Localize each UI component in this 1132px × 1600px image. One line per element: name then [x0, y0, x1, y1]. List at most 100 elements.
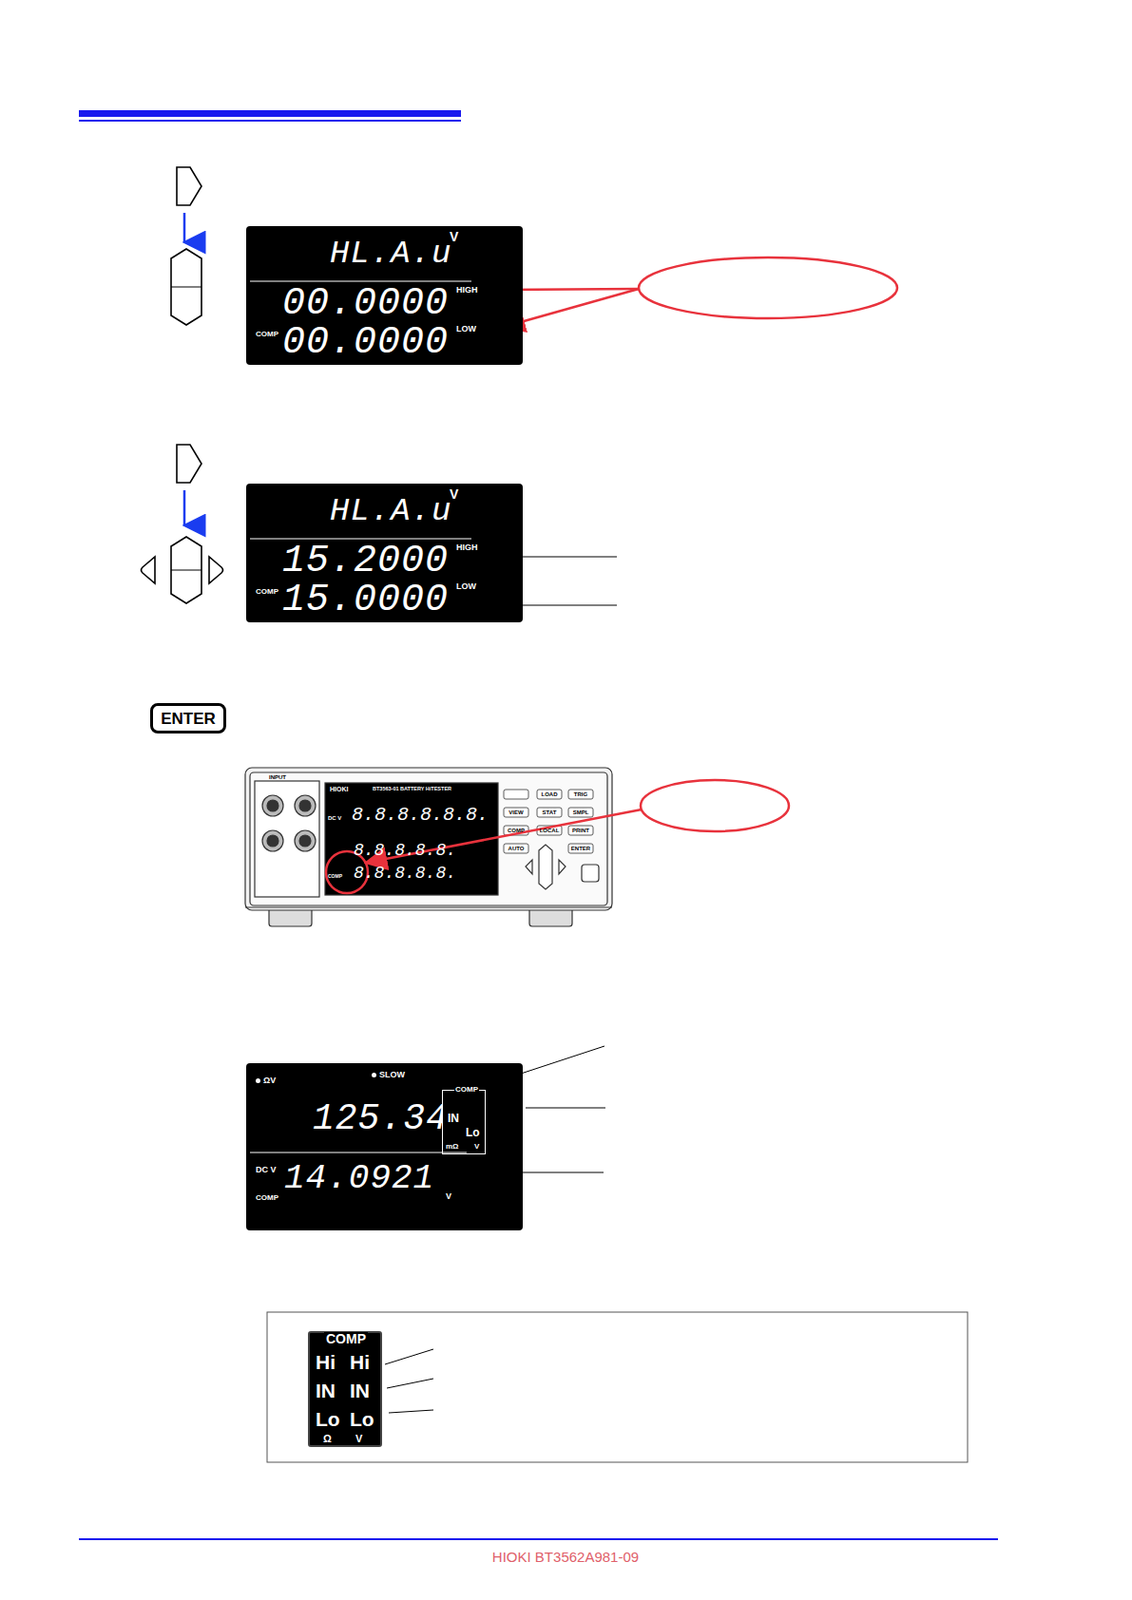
drawing-rect	[537, 789, 562, 800]
indicator-label: Hi	[349, 1352, 370, 1373]
button-label: AUTO	[508, 845, 525, 852]
indicator-label: Ω	[323, 1434, 332, 1445]
comp-indicator-box: COMPHiHiININLoLoΩV	[307, 1331, 383, 1448]
drawing-path	[141, 556, 156, 584]
indicator-label: Lo	[349, 1409, 375, 1430]
button-label: PRINT	[572, 827, 590, 834]
indicator-label: V	[445, 1192, 452, 1202]
drawing-line	[78, 119, 461, 122]
drawing-g	[245, 767, 613, 927]
drawing-rect	[78, 110, 461, 117]
lcd-display: ΩVSLOW125.34mΩDC V14.0921VCOMPCOMPINLomΩ…	[246, 1063, 523, 1231]
indicator-label: V	[355, 1434, 363, 1445]
document-code: HIOKI BT3562A981-09	[492, 1550, 639, 1565]
lcd-display: HL.A.uV15.2000HIGHCOMP15.0000LOW	[246, 483, 523, 623]
indicator-label: V	[449, 230, 459, 244]
indicator-label: SLOW	[371, 1071, 405, 1080]
drawing-path	[209, 556, 224, 584]
drawing-line	[245, 907, 613, 909]
indicator-label: DC V	[255, 1166, 277, 1175]
segment-readout: 15.2000	[282, 542, 449, 581]
lcd-display: HL.A.uV00.0000HIGHCOMP00.0000LOW	[246, 226, 523, 365]
panel-label: BT3563-01 BATTERY HiTESTER	[372, 786, 452, 793]
indicator-label: COMP	[255, 588, 279, 596]
panel-label: HIOKI	[329, 786, 348, 793]
indicator-label: Lo	[315, 1409, 341, 1430]
segment-readout: 15.0000	[282, 581, 449, 620]
drawing-rect	[503, 807, 529, 818]
drawing-rect	[568, 789, 594, 800]
drawing-rect	[245, 767, 613, 911]
drawing-line	[249, 281, 472, 283]
indicator-label: HIGH	[456, 543, 479, 553]
drawing-rect	[568, 807, 594, 818]
segment-readout: HL.A.u	[329, 495, 452, 528]
drawing-circle	[262, 795, 284, 817]
indicator-label: LOW	[456, 582, 477, 592]
button-label: LOCAL	[539, 827, 560, 834]
drawing-rect	[537, 807, 562, 818]
button-label: COMP	[507, 827, 525, 834]
indicator-label: Lo	[465, 1127, 480, 1139]
segment-readout: 14.0921	[284, 1162, 435, 1197]
drawing-rect	[568, 844, 594, 854]
drawing-circle	[267, 835, 279, 847]
drawing-line	[525, 1108, 606, 1110]
indicator-label: mΩ	[445, 1143, 460, 1152]
button-label: VIEW	[508, 809, 523, 816]
indicator-label: COMP	[255, 1194, 279, 1203]
indicator-label: Hi	[315, 1352, 336, 1373]
segment-readout: HL.A.u	[329, 237, 452, 270]
button-label: STAT	[542, 809, 557, 816]
drawing-line	[386, 1379, 434, 1389]
panel-label: 8.8.8.8.8.	[353, 842, 457, 860]
panel-label: 8.8.8.8.8.	[353, 864, 457, 883]
drawing-line	[183, 212, 187, 243]
key-label: ENTER	[153, 710, 224, 728]
button-label: ENTER	[571, 845, 591, 852]
drawing-line	[249, 1152, 467, 1154]
drawing-path	[171, 537, 202, 604]
drawing-path	[525, 860, 533, 875]
indicator-label: LOW	[456, 325, 477, 334]
drawing-rect	[325, 783, 499, 896]
drawing-rect	[503, 789, 529, 800]
drawing-path	[538, 844, 553, 890]
drawing-rect	[581, 864, 599, 883]
drawing-ellipse	[640, 780, 789, 832]
indicator-label: HIGH	[456, 286, 479, 295]
drawing-rect	[254, 781, 320, 898]
panel-label: COMP	[327, 874, 343, 880]
drawing-circle	[294, 795, 316, 817]
drawing-circle	[294, 830, 316, 852]
button-label: TRIG	[574, 791, 588, 798]
drawing-line	[388, 1410, 434, 1414]
drawing-rect	[249, 772, 608, 906]
indicator-label: V	[474, 1143, 480, 1152]
key-button: ENTER	[150, 703, 227, 734]
drawing-rect	[503, 844, 529, 854]
drawing-g	[384, 556, 617, 1414]
drawing-rect	[267, 1312, 968, 1463]
comp-indicator-box: COMPINLomΩV	[441, 1090, 486, 1155]
panel-label: DC V	[327, 815, 342, 822]
drawing-g	[141, 167, 224, 604]
drawing-line	[249, 538, 472, 540]
indicator-label: IN	[447, 1112, 460, 1125]
drawing-rect	[568, 825, 594, 836]
indicator-label: COMP	[454, 1086, 480, 1094]
drawing-circle	[262, 830, 284, 852]
panel-label: INPUT	[268, 774, 287, 781]
drawing-line	[78, 1538, 998, 1541]
button-label: SMPL	[573, 809, 590, 816]
drawing-circle	[299, 835, 311, 847]
drawing-path	[176, 167, 202, 206]
indicator-label: COMP	[255, 330, 279, 339]
drawing-circle	[299, 800, 311, 812]
segment-readout: 125.34	[312, 1101, 449, 1138]
drawing-line	[171, 570, 202, 572]
drawing-path	[171, 249, 202, 326]
